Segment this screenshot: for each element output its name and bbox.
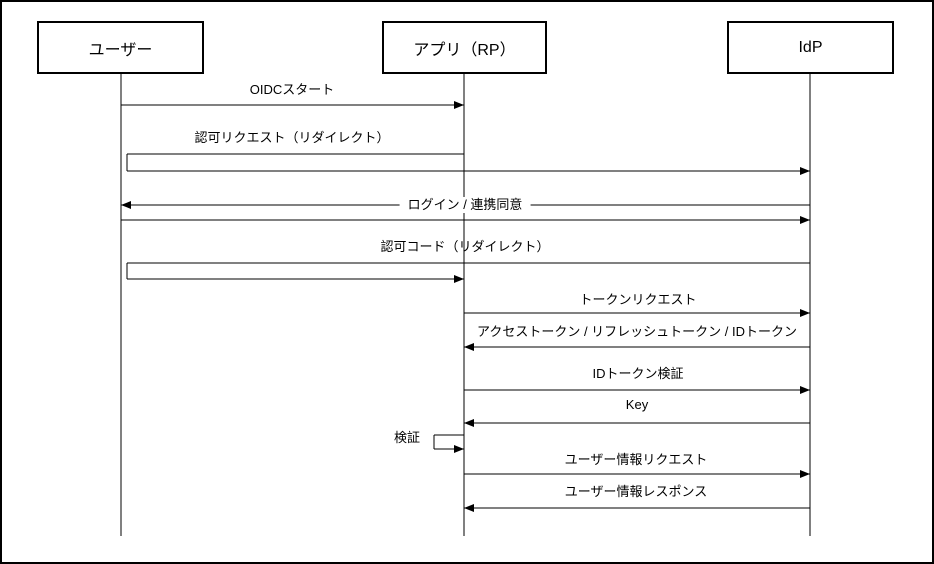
message-line-4-arrowhead <box>454 275 464 283</box>
message-label-10: ユーザー情報リクエスト <box>564 452 708 467</box>
message-label-4: 認可コード（リダイレクト） <box>380 239 550 254</box>
message-line-7-arrowhead <box>800 386 810 394</box>
message-label-2: ログイン / 連携同意 <box>399 197 531 213</box>
message-label-5: トークンリクエスト <box>579 292 697 307</box>
actor-label-idp: IdP <box>798 38 823 56</box>
message-label-9: 検証 <box>393 430 421 445</box>
message-label-8: Key <box>625 397 649 412</box>
message-line-6-arrowhead <box>464 343 474 351</box>
actor-label-app: アプリ（RP） <box>413 41 516 59</box>
message-line-3-arrowhead <box>800 216 810 224</box>
message-line-10-arrowhead <box>800 470 810 478</box>
message-line-1-arrowhead <box>800 167 810 175</box>
message-line-8-arrowhead <box>464 419 474 427</box>
actor-box-idp: IdP <box>727 21 894 74</box>
message-line-9-arrowhead <box>454 445 464 453</box>
message-label-1: 認可リクエスト（リダイレクト） <box>194 130 390 145</box>
message-line-0-arrowhead <box>454 101 464 109</box>
message-label-6: アクセストークン / リフレッシュトークン / IDトークン <box>476 324 798 339</box>
message-label-11: ユーザー情報レスポンス <box>564 484 708 499</box>
actor-box-app: アプリ（RP） <box>382 21 547 74</box>
message-line-11-arrowhead <box>464 504 474 512</box>
actor-box-user: ユーザー <box>37 21 204 74</box>
message-label-7: IDトークン検証 <box>592 366 684 381</box>
actor-label-user: ユーザー <box>88 41 153 59</box>
message-label-0: OIDCスタート <box>249 82 335 97</box>
message-line-2-arrowhead <box>121 201 131 209</box>
message-line-5-arrowhead <box>800 309 810 317</box>
